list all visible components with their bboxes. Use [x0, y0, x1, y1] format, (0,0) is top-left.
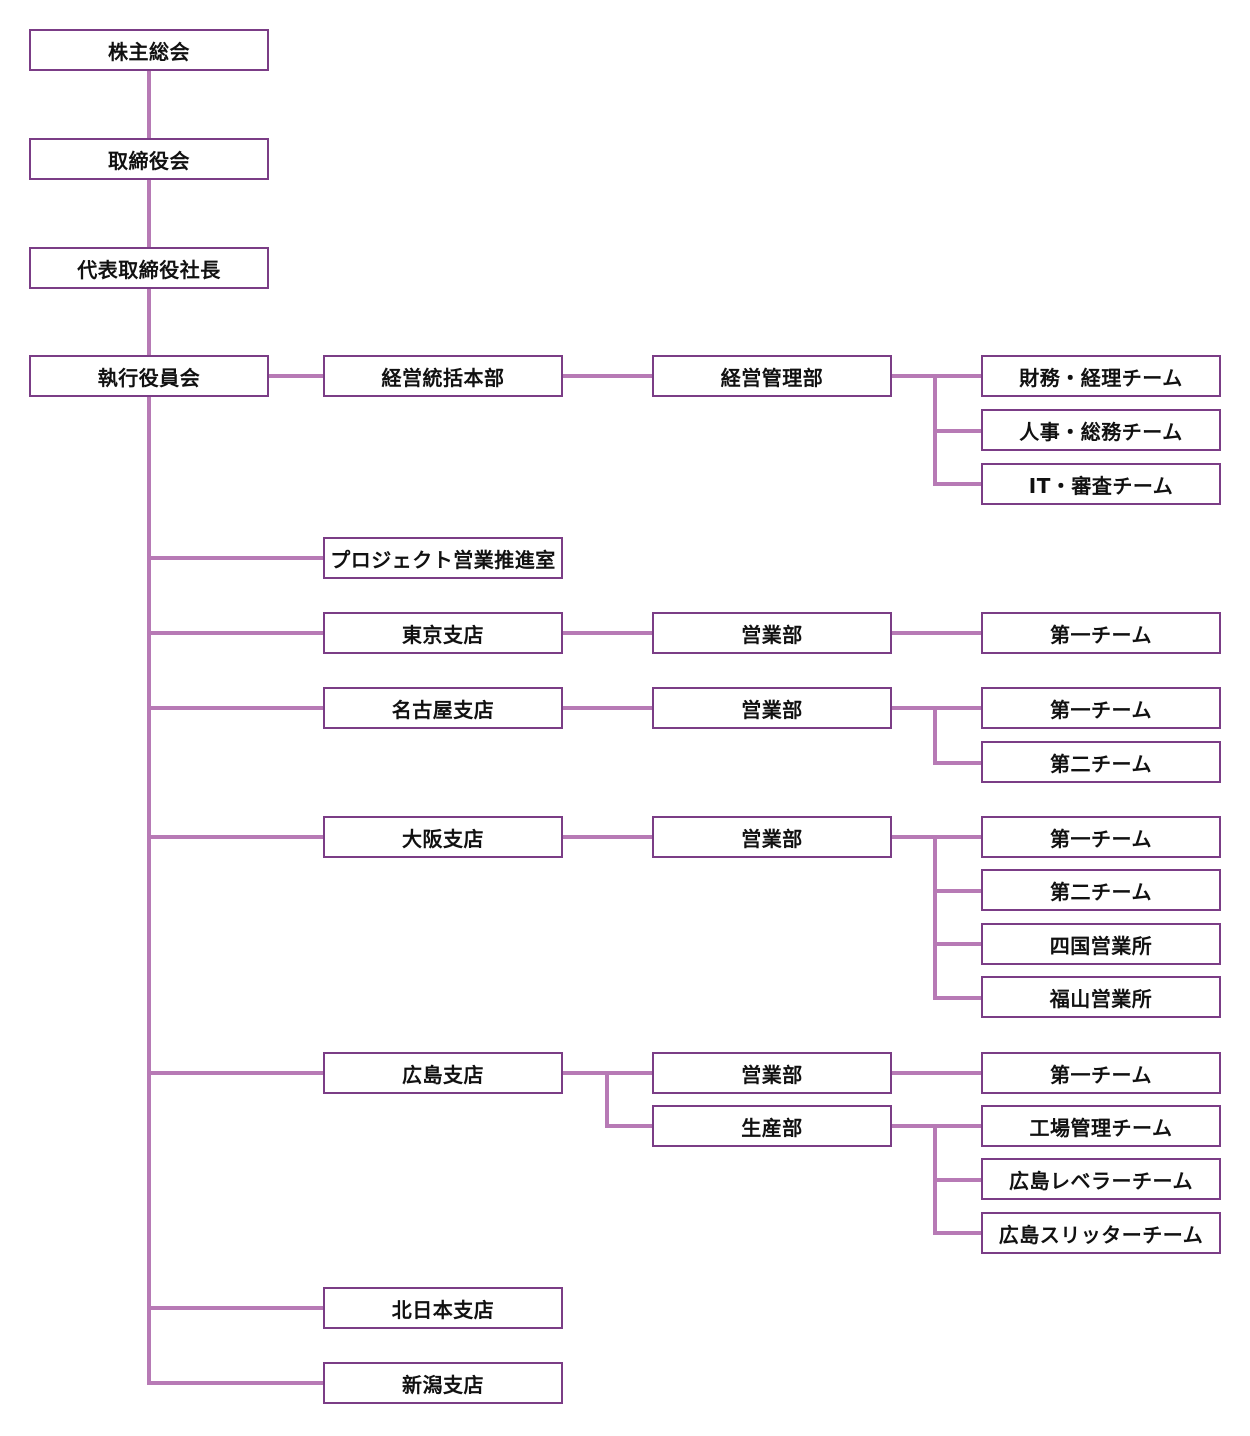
connector-north-japan: [147, 1306, 324, 1310]
connector-osaka-team3: [933, 942, 982, 946]
node-board-of-directors: 取締役会: [29, 138, 269, 180]
node-nagoya-team-2: 第二チーム: [981, 741, 1221, 783]
node-hiroshima-leveler-team: 広島レベラーチーム: [981, 1158, 1221, 1200]
node-north-japan-branch: 北日本支店: [323, 1287, 563, 1329]
node-osaka-shikoku-office: 四国営業所: [981, 923, 1221, 965]
connector-tokyo: [147, 631, 324, 635]
connector-nagoya-team2: [933, 761, 982, 765]
connector-nagoya-vertical: [933, 706, 937, 765]
connector-hiroshima: [147, 1071, 324, 1075]
connector-hq-dept: [562, 374, 653, 378]
node-hq-team-1: 財務・経理チーム: [981, 355, 1221, 397]
connector-osaka-team4: [933, 996, 982, 1000]
connector-hq-team2: [933, 429, 982, 433]
node-osaka-team-2: 第二チーム: [981, 869, 1221, 911]
node-osaka-fukuyama-office: 福山営業所: [981, 976, 1221, 1018]
node-hq-team-3: IT・審査チーム: [981, 463, 1221, 505]
connector-tokyo-team: [891, 631, 982, 635]
node-hiroshima-sales-dept: 営業部: [652, 1052, 892, 1094]
node-executive-committee: 執行役員会: [29, 355, 269, 397]
connector-niigata: [147, 1381, 324, 1385]
connector-hq-team3: [933, 482, 982, 486]
connector-osaka-dept: [562, 835, 653, 839]
connector-hiroshima-vertical: [605, 1071, 609, 1128]
node-niigata-branch: 新潟支店: [323, 1362, 563, 1404]
node-tokyo-branch: 東京支店: [323, 612, 563, 654]
node-hiroshima-slitter-team: 広島スリッターチーム: [981, 1212, 1221, 1254]
node-osaka-branch: 大阪支店: [323, 816, 563, 858]
node-hiroshima-factory-team: 工場管理チーム: [981, 1105, 1221, 1147]
connector-nagoya: [147, 706, 324, 710]
connector-project-office: [147, 556, 324, 560]
node-hiroshima-production-dept: 生産部: [652, 1105, 892, 1147]
connector-hiroshima-sales-team: [891, 1071, 982, 1075]
node-nagoya-branch: 名古屋支店: [323, 687, 563, 729]
node-tokyo-team-1: 第一チーム: [981, 612, 1221, 654]
node-project-office: プロジェクト営業推進室: [323, 537, 563, 579]
node-nagoya-team-1: 第一チーム: [981, 687, 1221, 729]
node-tokyo-dept: 営業部: [652, 612, 892, 654]
node-hiroshima-branch: 広島支店: [323, 1052, 563, 1094]
node-osaka-dept: 営業部: [652, 816, 892, 858]
node-headquarters: 経営統括本部: [323, 355, 563, 397]
connector-osaka: [147, 835, 324, 839]
connector-trunk-top: [147, 70, 151, 356]
connector-nagoya-dept: [562, 706, 653, 710]
node-osaka-team-1: 第一チーム: [981, 816, 1221, 858]
connector-hiroshima-prod-team3: [933, 1231, 982, 1235]
node-hq-dept: 経営管理部: [652, 355, 892, 397]
connector-hiroshima-prod-team2: [933, 1178, 982, 1182]
connector-osaka-team2: [933, 889, 982, 893]
connector-hiroshima-production: [605, 1124, 653, 1128]
connector-trunk-main: [147, 397, 151, 1385]
node-shareholders-meeting: 株主総会: [29, 29, 269, 71]
connector-osaka-vertical: [933, 835, 937, 1000]
connector-tokyo-dept: [562, 631, 653, 635]
connector-exec-hq: [268, 374, 324, 378]
node-hq-team-2: 人事・総務チーム: [981, 409, 1221, 451]
node-president: 代表取締役社長: [29, 247, 269, 289]
node-nagoya-dept: 営業部: [652, 687, 892, 729]
node-hiroshima-sales-team-1: 第一チーム: [981, 1052, 1221, 1094]
